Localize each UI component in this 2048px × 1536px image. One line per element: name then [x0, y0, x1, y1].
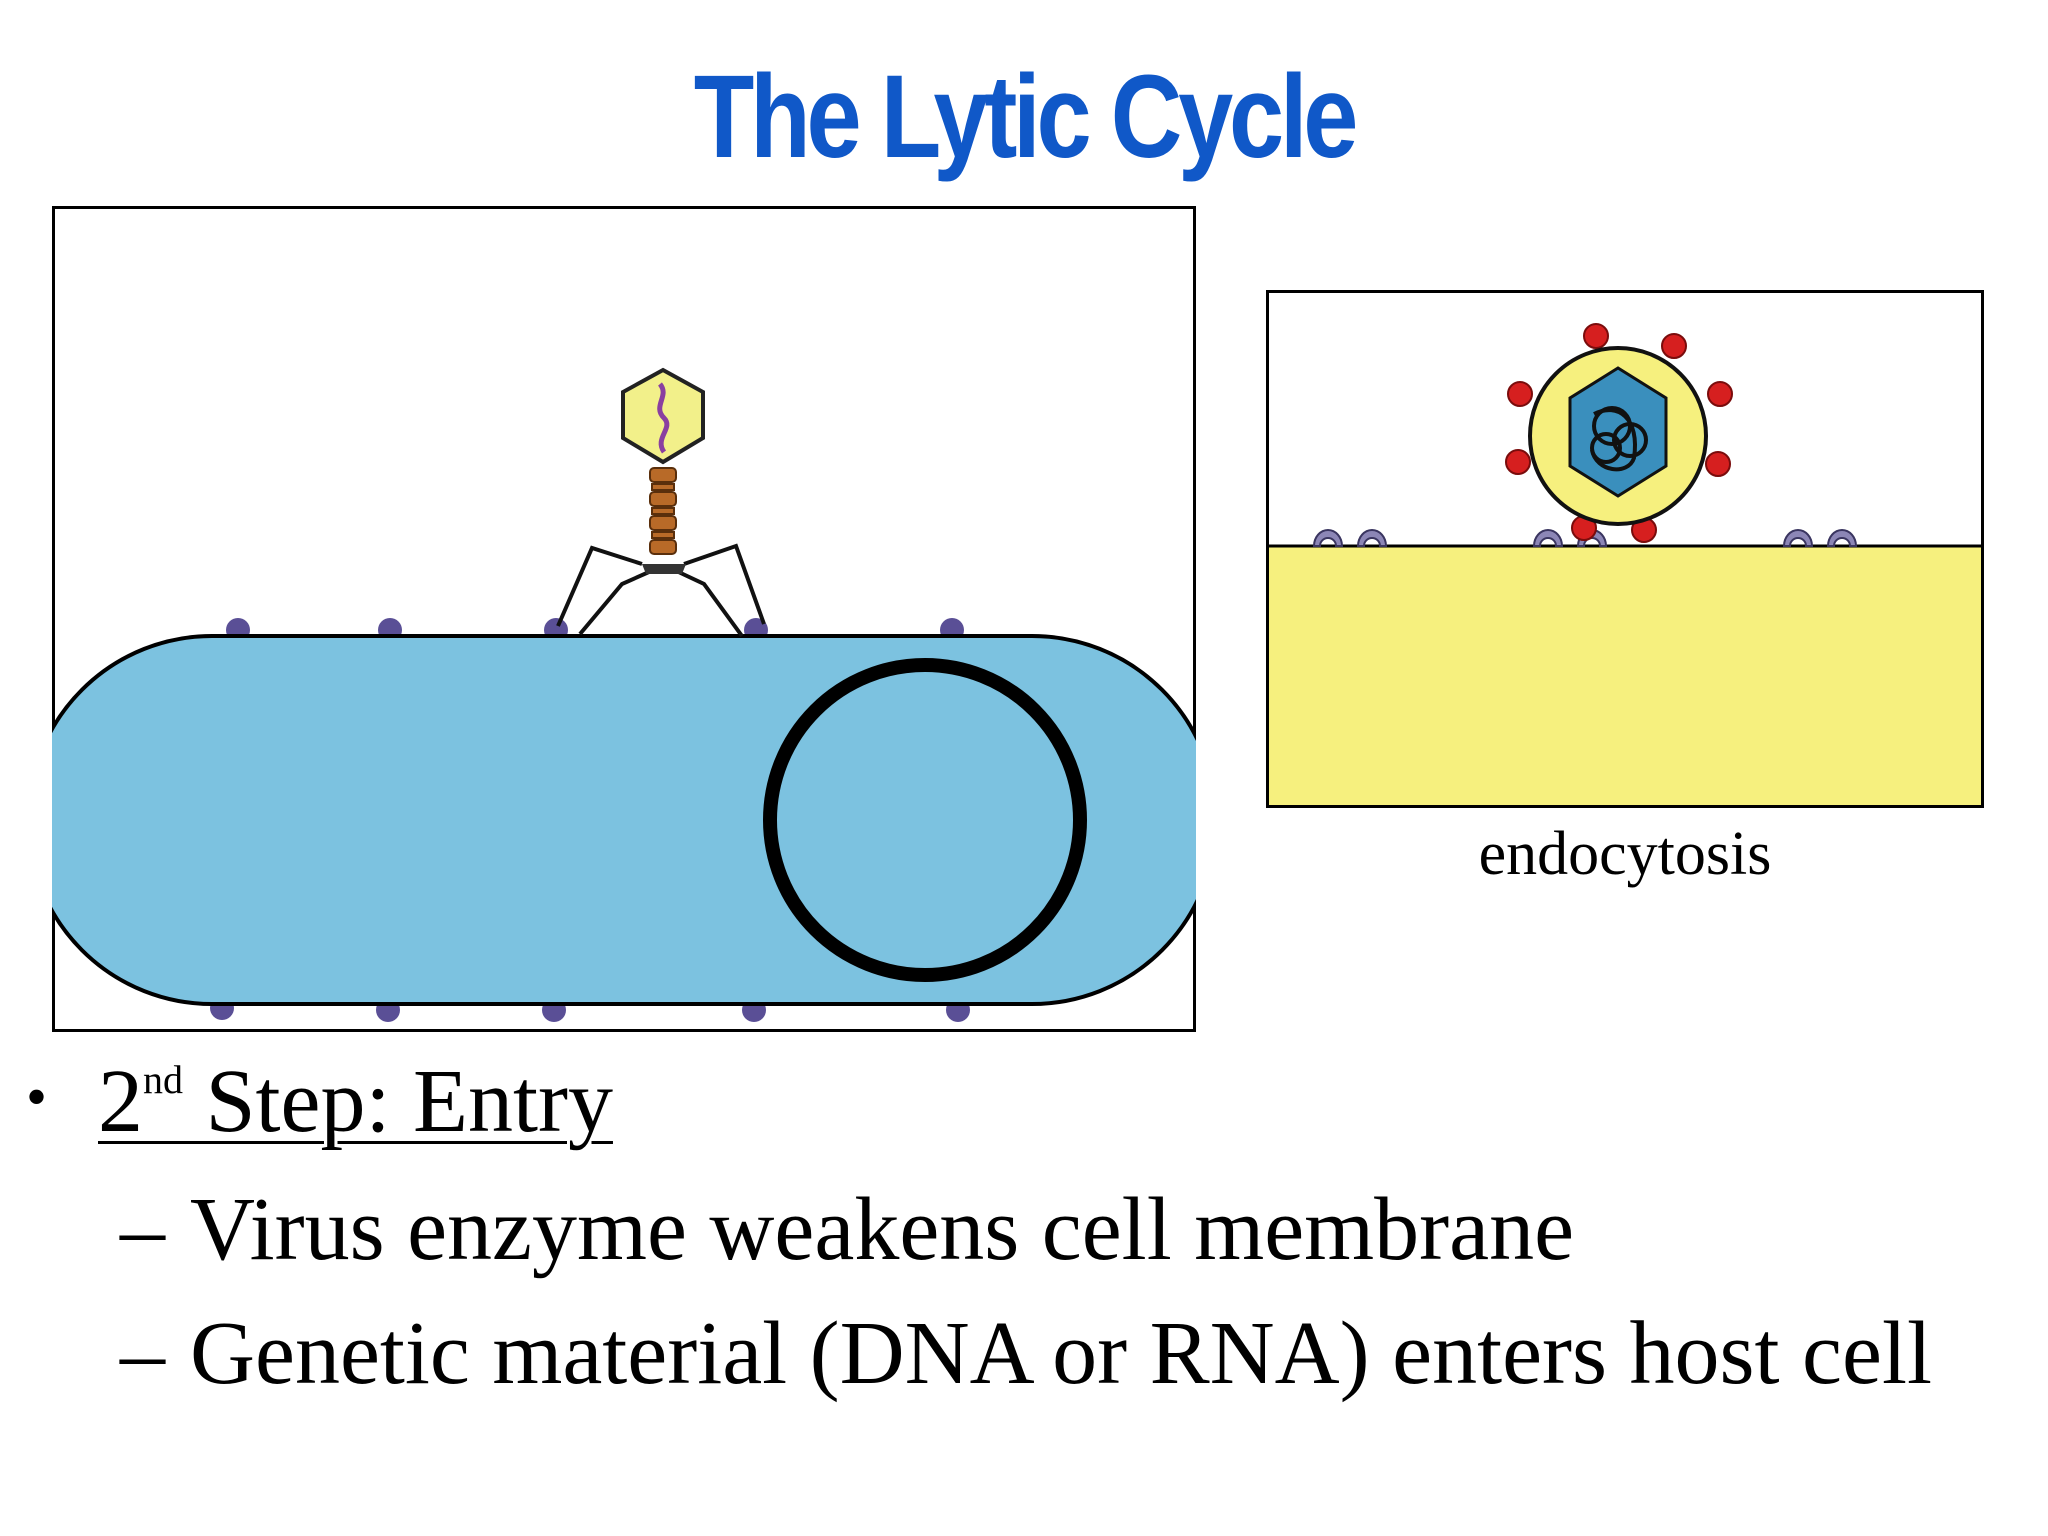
sub-bullet-marker: –	[120, 1304, 165, 1403]
sub-bullet-text: Genetic material (DNA or RNA) enters hos…	[190, 1304, 1932, 1403]
phage-entry-illustration	[52, 206, 1196, 1032]
phage-dna	[657, 382, 670, 454]
bacterial-cell	[52, 634, 1196, 1006]
step-bullet: • 2nd Step: Entry	[26, 1048, 613, 1156]
step-number: 2	[98, 1052, 143, 1151]
phage-tail	[649, 467, 677, 555]
step-ordinal: nd	[143, 1057, 183, 1102]
host-cell-membrane	[1269, 546, 1981, 805]
sub-bullet-2: –Genetic material (DNA or RNA) enters ho…	[120, 1300, 1932, 1408]
virus-genome	[1590, 406, 1648, 472]
sub-bullet-1: –Virus enzyme weakens cell membrane	[120, 1176, 1574, 1284]
sub-bullet-text: Virus enzyme weakens cell membrane	[190, 1180, 1575, 1279]
slide-title: The Lytic Cycle	[693, 51, 1359, 183]
endocytosis-caption: endocytosis	[1478, 820, 1772, 888]
step-heading: 2nd Step: Entry	[98, 1052, 613, 1151]
bacterial-chromosome	[763, 658, 1087, 982]
step-label: Step: Entry	[183, 1052, 613, 1151]
endocytosis-illustration	[1266, 290, 1984, 808]
bullet-symbol: •	[26, 1064, 48, 1130]
virus-envelope-spikes	[1505, 323, 1733, 543]
sub-bullet-marker: –	[120, 1180, 165, 1279]
membrane-receptors	[1312, 529, 1858, 547]
phage-baseplate	[642, 564, 686, 574]
